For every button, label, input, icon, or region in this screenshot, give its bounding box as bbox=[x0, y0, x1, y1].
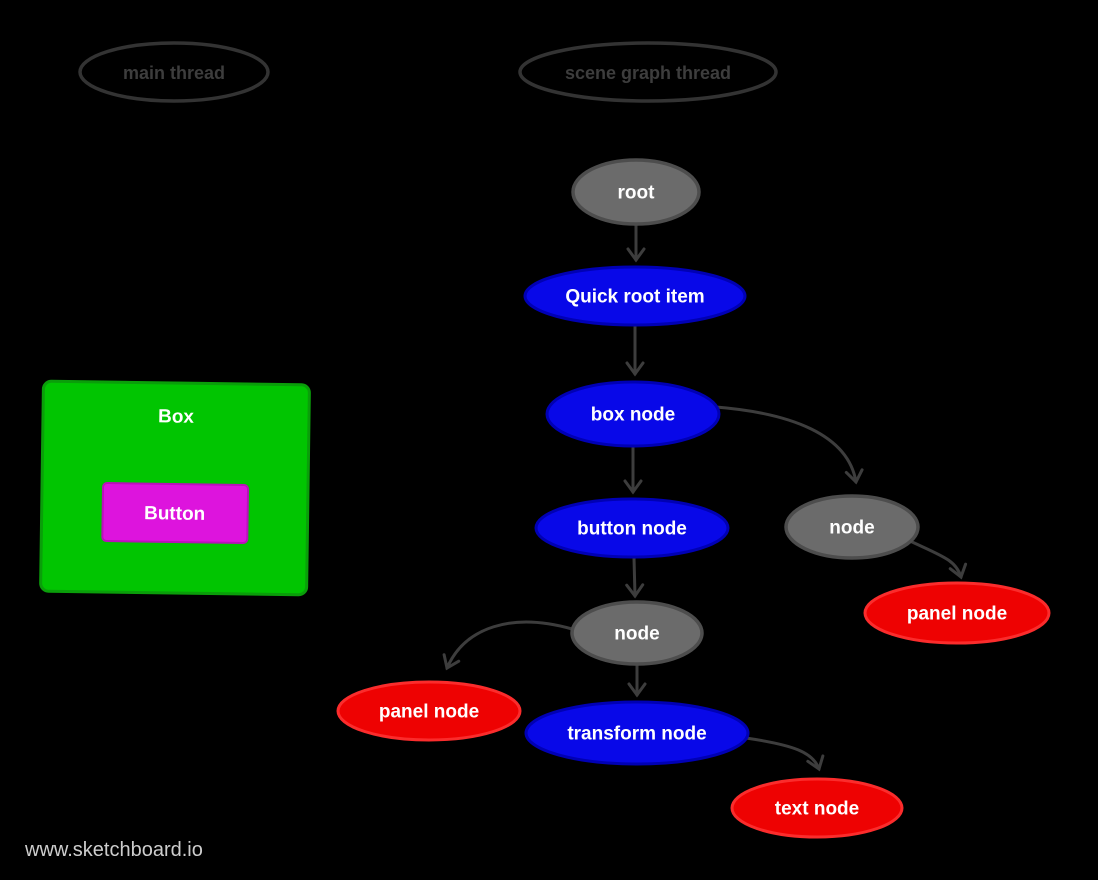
node-transform-node-label: transform node bbox=[567, 724, 706, 745]
node-button-node-shape bbox=[534, 497, 730, 559]
edge-button-node-to-mid-node bbox=[625, 556, 645, 599]
box-label: Box bbox=[158, 406, 195, 428]
node-quick-root-item[interactable]: Quick root item bbox=[523, 265, 747, 327]
node-root-shape bbox=[571, 158, 701, 226]
node-right-node-shape bbox=[784, 494, 920, 560]
node-root[interactable]: root bbox=[571, 158, 701, 226]
node-text-node-shape bbox=[730, 777, 904, 839]
node-right-node-label: node bbox=[829, 518, 874, 539]
edge-box-node-to-right-node bbox=[714, 405, 864, 485]
node-text-node-label: text node bbox=[775, 799, 859, 820]
node-right-node[interactable]: node bbox=[784, 494, 920, 560]
scene-graph-thread-ellipse bbox=[518, 41, 778, 103]
node-transform-node-shape bbox=[524, 700, 750, 766]
thread-bubble-main[interactable]: main thread bbox=[78, 41, 270, 103]
button-label: Button bbox=[144, 503, 205, 525]
node-box-node[interactable]: box node bbox=[545, 380, 721, 448]
edge-mid-node-to-left-panel-node bbox=[442, 620, 574, 671]
node-right-panel-node-shape bbox=[863, 581, 1051, 645]
button-shape bbox=[101, 482, 250, 544]
node-left-panel-node-label: panel node bbox=[379, 702, 479, 723]
thread-bubble-scene-graph[interactable]: scene graph thread bbox=[518, 41, 778, 103]
sketchboard-watermark: www.sketchboard.io bbox=[24, 839, 203, 861]
edge-right-node-to-right-panel-node bbox=[908, 539, 968, 580]
main-thread-label: main thread bbox=[123, 63, 225, 83]
node-mid-node-label: node bbox=[614, 624, 659, 645]
node-mid-node-shape bbox=[570, 600, 704, 666]
main-thread-ellipse bbox=[78, 41, 270, 103]
node-transform-node[interactable]: transform node bbox=[524, 700, 750, 766]
node-root-label: root bbox=[618, 183, 656, 204]
node-box-node-shape bbox=[545, 380, 721, 448]
node-box-node-label: box node bbox=[591, 405, 675, 426]
node-quick-root-item-label: Quick root item bbox=[565, 287, 704, 308]
node-mid-node[interactable]: node bbox=[570, 600, 704, 666]
ui-button[interactable]: Button bbox=[101, 482, 250, 544]
node-right-panel-node-label: panel node bbox=[907, 604, 1007, 625]
node-left-panel-node-shape bbox=[336, 680, 522, 742]
node-text-node[interactable]: text node bbox=[730, 777, 904, 839]
node-right-panel-node[interactable]: panel node bbox=[863, 581, 1051, 645]
node-quick-root-item-shape bbox=[523, 265, 747, 327]
node-button-node[interactable]: button node bbox=[534, 497, 730, 559]
ui-box[interactable]: Box Button bbox=[39, 379, 311, 597]
node-button-node-label: button node bbox=[577, 519, 687, 540]
scene-graph-thread-label: scene graph thread bbox=[565, 63, 731, 83]
node-left-panel-node[interactable]: panel node bbox=[336, 680, 522, 742]
edge-transform-node-to-text-node bbox=[744, 736, 825, 772]
